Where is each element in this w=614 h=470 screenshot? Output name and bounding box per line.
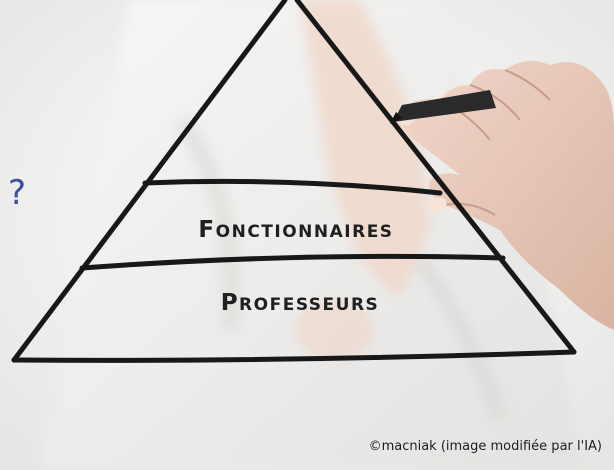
pyramid-upper-divider xyxy=(142,178,443,196)
pyramid-base-line xyxy=(11,349,577,363)
tier-label-lower: PROFESSEURS xyxy=(221,290,380,316)
tier-label-upper: FONCTIONNAIRES xyxy=(198,217,393,243)
image-credit: ©macniak (image modifiée par l'IA) xyxy=(368,439,602,454)
hand-with-marker xyxy=(390,61,614,330)
pyramid-left-edge xyxy=(11,0,288,363)
pyramid-outline xyxy=(11,0,577,363)
pyramid-lower-divider xyxy=(79,253,506,271)
pyramid-right-edge xyxy=(294,0,577,355)
question-mark: ? xyxy=(8,173,27,213)
